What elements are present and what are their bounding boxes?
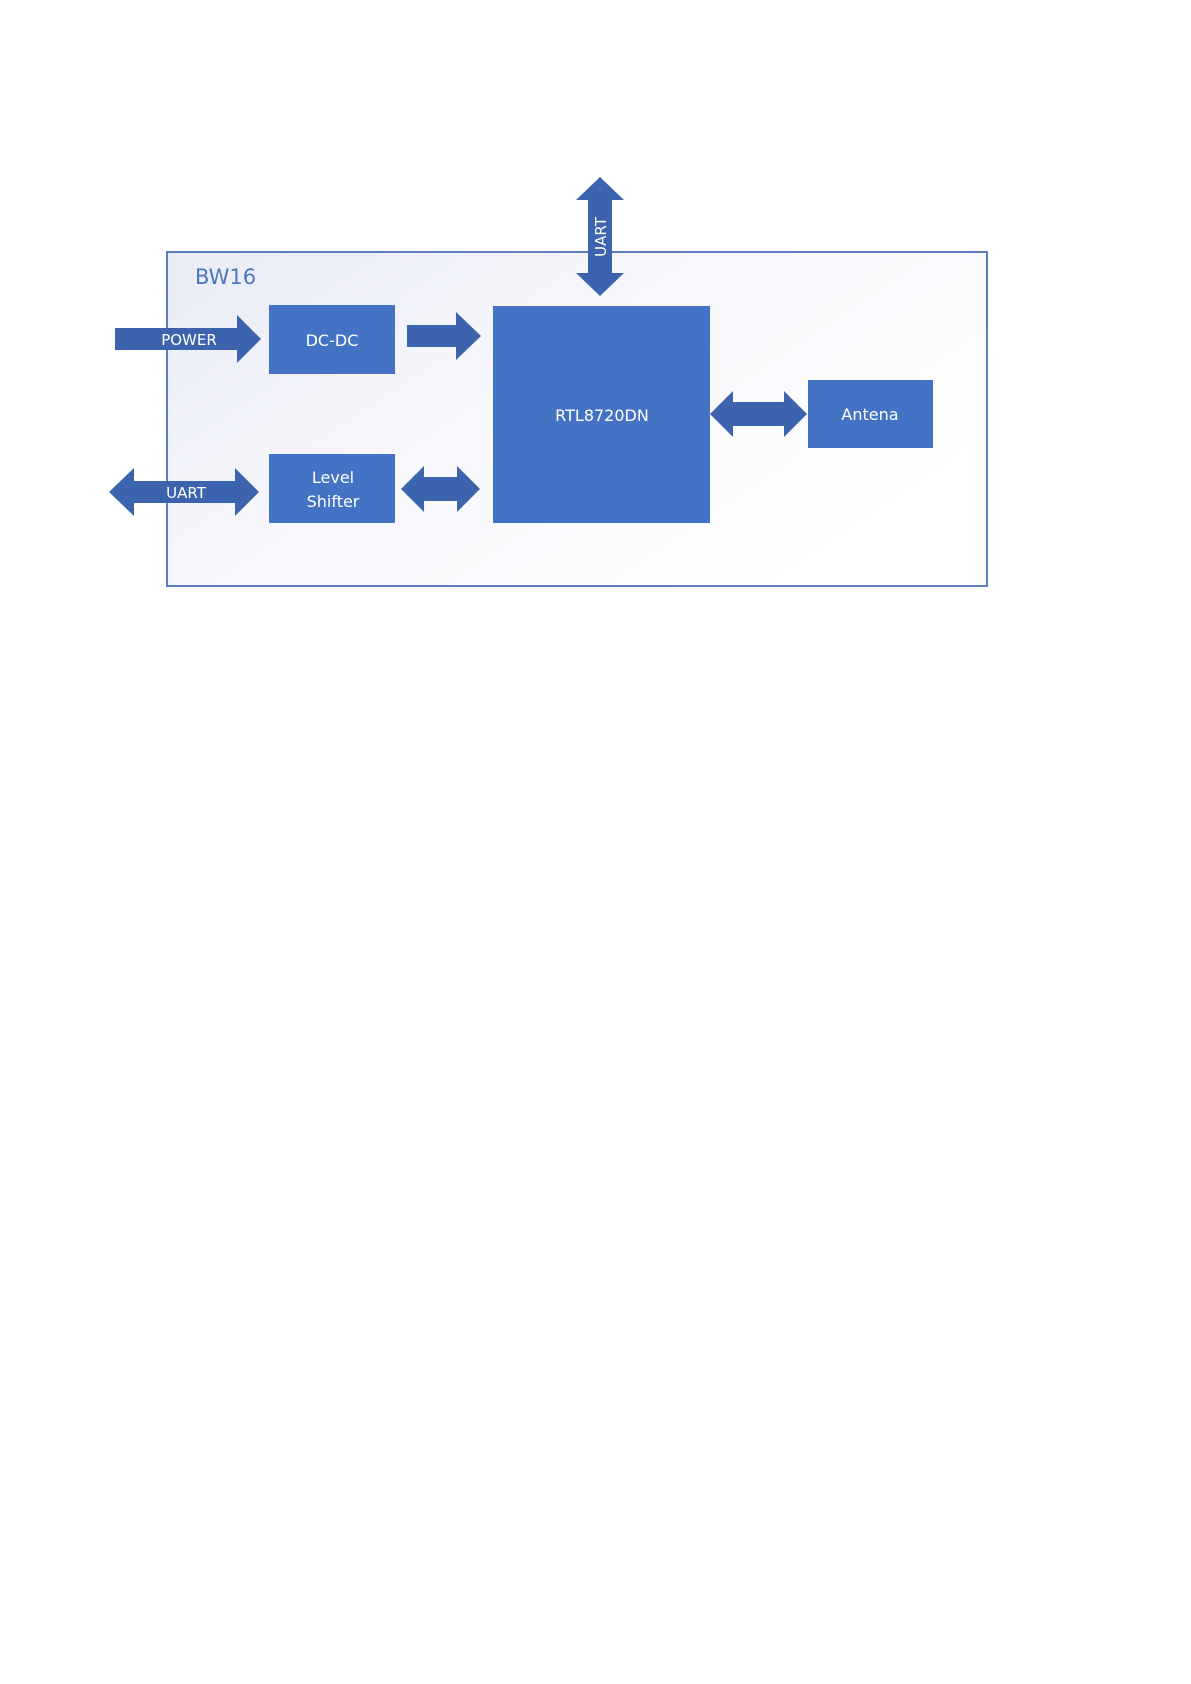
level-shifter-label-line1: Level: [312, 468, 354, 487]
dcdc-label: DC-DC: [306, 331, 359, 350]
chip-label: RTL8720DN: [555, 406, 649, 425]
module-title: BW16: [195, 265, 256, 289]
power-label: POWER: [161, 331, 217, 349]
level-shifter-label-line2: Shifter: [307, 492, 360, 511]
uart-top-label: UART: [592, 216, 610, 257]
uart-left-label: UART: [166, 484, 207, 502]
level-shifter-block: [269, 454, 395, 523]
antenna-label: Antena: [841, 405, 898, 424]
